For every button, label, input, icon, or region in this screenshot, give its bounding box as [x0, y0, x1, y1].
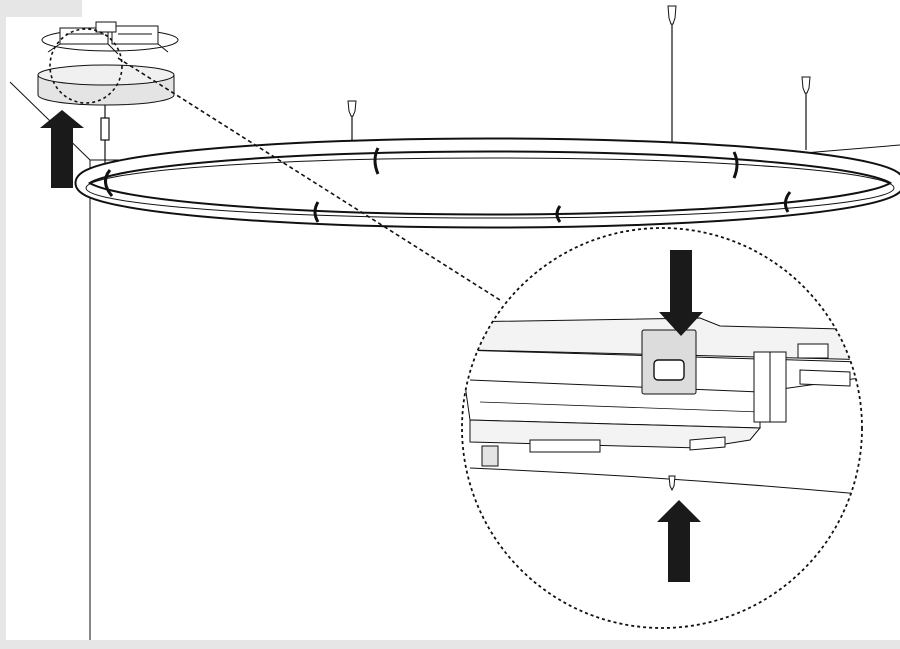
- down-arrow-clip: [659, 250, 703, 336]
- detail-leader-line: [117, 57, 501, 301]
- ring-joints: [104, 147, 792, 223]
- zoom-detail: [461, 227, 863, 629]
- up-arrow-canopy: [40, 110, 84, 188]
- ring-luminaire: [74, 137, 900, 229]
- cable-3: [801, 76, 811, 150]
- suspension-cables: [347, 5, 811, 150]
- mounting-bracket: [41, 21, 179, 55]
- up-arrow-ring: [657, 500, 701, 582]
- canopy: [37, 64, 175, 106]
- detail-marker-circle: [49, 28, 123, 104]
- cable-1: [667, 5, 677, 148]
